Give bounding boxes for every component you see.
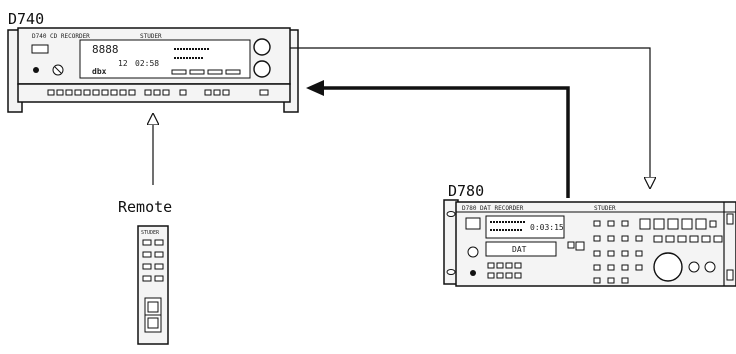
d740-display-time: 02:58 — [135, 59, 159, 68]
d780-knob-2 — [704, 261, 716, 273]
d780-cassette-slot — [485, 241, 557, 257]
connection-d740-to-d780 — [290, 47, 650, 183]
d740-unit: D740 D740 CD RECORDER STUDER 8888 12 02:… — [7, 10, 299, 113]
d740-display — [79, 39, 251, 79]
d780-function-keys — [639, 218, 723, 243]
d740-brand: STUDER — [140, 33, 162, 40]
d740-display-track: 12 — [118, 59, 128, 68]
d740-label: D740 — [8, 10, 44, 28]
remote-buttons — [142, 239, 164, 282]
d740-transport-buttons — [47, 89, 269, 96]
d740-logo: dbx — [92, 67, 107, 76]
d780-led — [470, 270, 476, 276]
d780-phones-jack — [467, 246, 479, 258]
d780-brand: STUDER — [594, 205, 616, 212]
remote-unit: Remote STUDER — [118, 198, 172, 345]
d740-knob-upper — [253, 38, 271, 56]
d740-display-counter: 8888 — [92, 43, 119, 56]
d780-power-button — [465, 217, 481, 230]
d780-display-time: 0:03:15 — [530, 223, 564, 232]
d780-knob-1 — [688, 261, 700, 273]
d740-panel-label: D740 CD RECORDER — [32, 33, 90, 40]
arrowhead-filled-icon — [306, 80, 324, 96]
connection-d780-to-d740 — [322, 86, 570, 198]
d780-left-keypad — [487, 262, 522, 279]
d780-unit: D780 D780 DAT RECORDER STUDER 0:03:15 DA… — [443, 182, 736, 287]
d740-disc-tray — [31, 44, 49, 54]
d780-button-grid — [593, 220, 643, 284]
d780-jog-wheel — [653, 252, 683, 282]
remote-brand: STUDER — [141, 230, 160, 236]
d780-panel-label: D780 DAT RECORDER — [462, 205, 524, 212]
d780-dat-text: DAT — [512, 245, 527, 254]
d740-power-button — [33, 67, 39, 73]
d740-knob-lower — [253, 60, 271, 78]
remote-label: Remote — [118, 198, 172, 216]
d780-label: D780 — [448, 182, 484, 200]
